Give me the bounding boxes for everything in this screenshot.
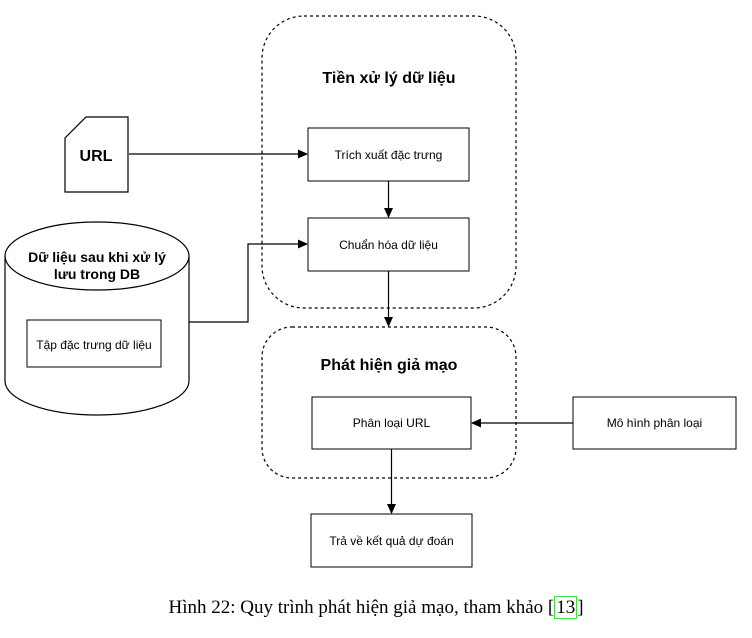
extract-label: Trích xuất đặc trưng [335, 148, 443, 162]
caption-text: Hình 22: Quy trình phát hiện giả mạo, th… [168, 597, 555, 618]
database-label-line2: lưu trong DB [54, 266, 140, 282]
url-label: URL [80, 148, 113, 165]
group-preprocessing-title: Tiền xử lý dữ liệu [322, 70, 455, 87]
reference-link[interactable]: 13 [554, 596, 578, 619]
normalize-label: Chuẩn hóa dữ liệu [339, 238, 438, 252]
feature-set-node: Tập đặc trưng dữ liệu [26, 319, 162, 368]
arrow-db-to-normalize [189, 239, 308, 323]
result-label: Trả về kết quả dự đoán [329, 534, 453, 548]
caption-end: ] [577, 597, 584, 618]
flow-diagram: Tiền xử lý dữ liệu Phát hiện giả mạo URL… [4, 15, 737, 568]
model-label: Mô hình phân loại [607, 416, 702, 430]
figure-caption: Hình 22: Quy trình phát hiện giả mạo, th… [0, 596, 752, 619]
normalize-node: Chuẩn hóa dữ liệu [307, 217, 470, 272]
feature-set-label: Tập đặc trưng dữ liệu [36, 338, 151, 352]
database-node: Dữ liệu sau khi xử lý lưu trong DB [4, 221, 190, 416]
group-detection: Phát hiện giả mạo [261, 326, 517, 479]
group-detection-title: Phát hiện giả mạo [321, 357, 458, 374]
classify-label: Phân loại URL [353, 416, 431, 430]
classify-node: Phân loại URL [311, 396, 472, 450]
model-node: Mô hình phân loại [572, 396, 737, 450]
url-node: URL [64, 116, 129, 193]
database-label-line1: Dữ liệu sau khi xử lý [28, 249, 166, 265]
connectors [129, 149, 573, 514]
result-node: Trả về kết quả dự đoán [310, 513, 473, 568]
extract-node: Trích xuất đặc trưng [307, 127, 470, 182]
